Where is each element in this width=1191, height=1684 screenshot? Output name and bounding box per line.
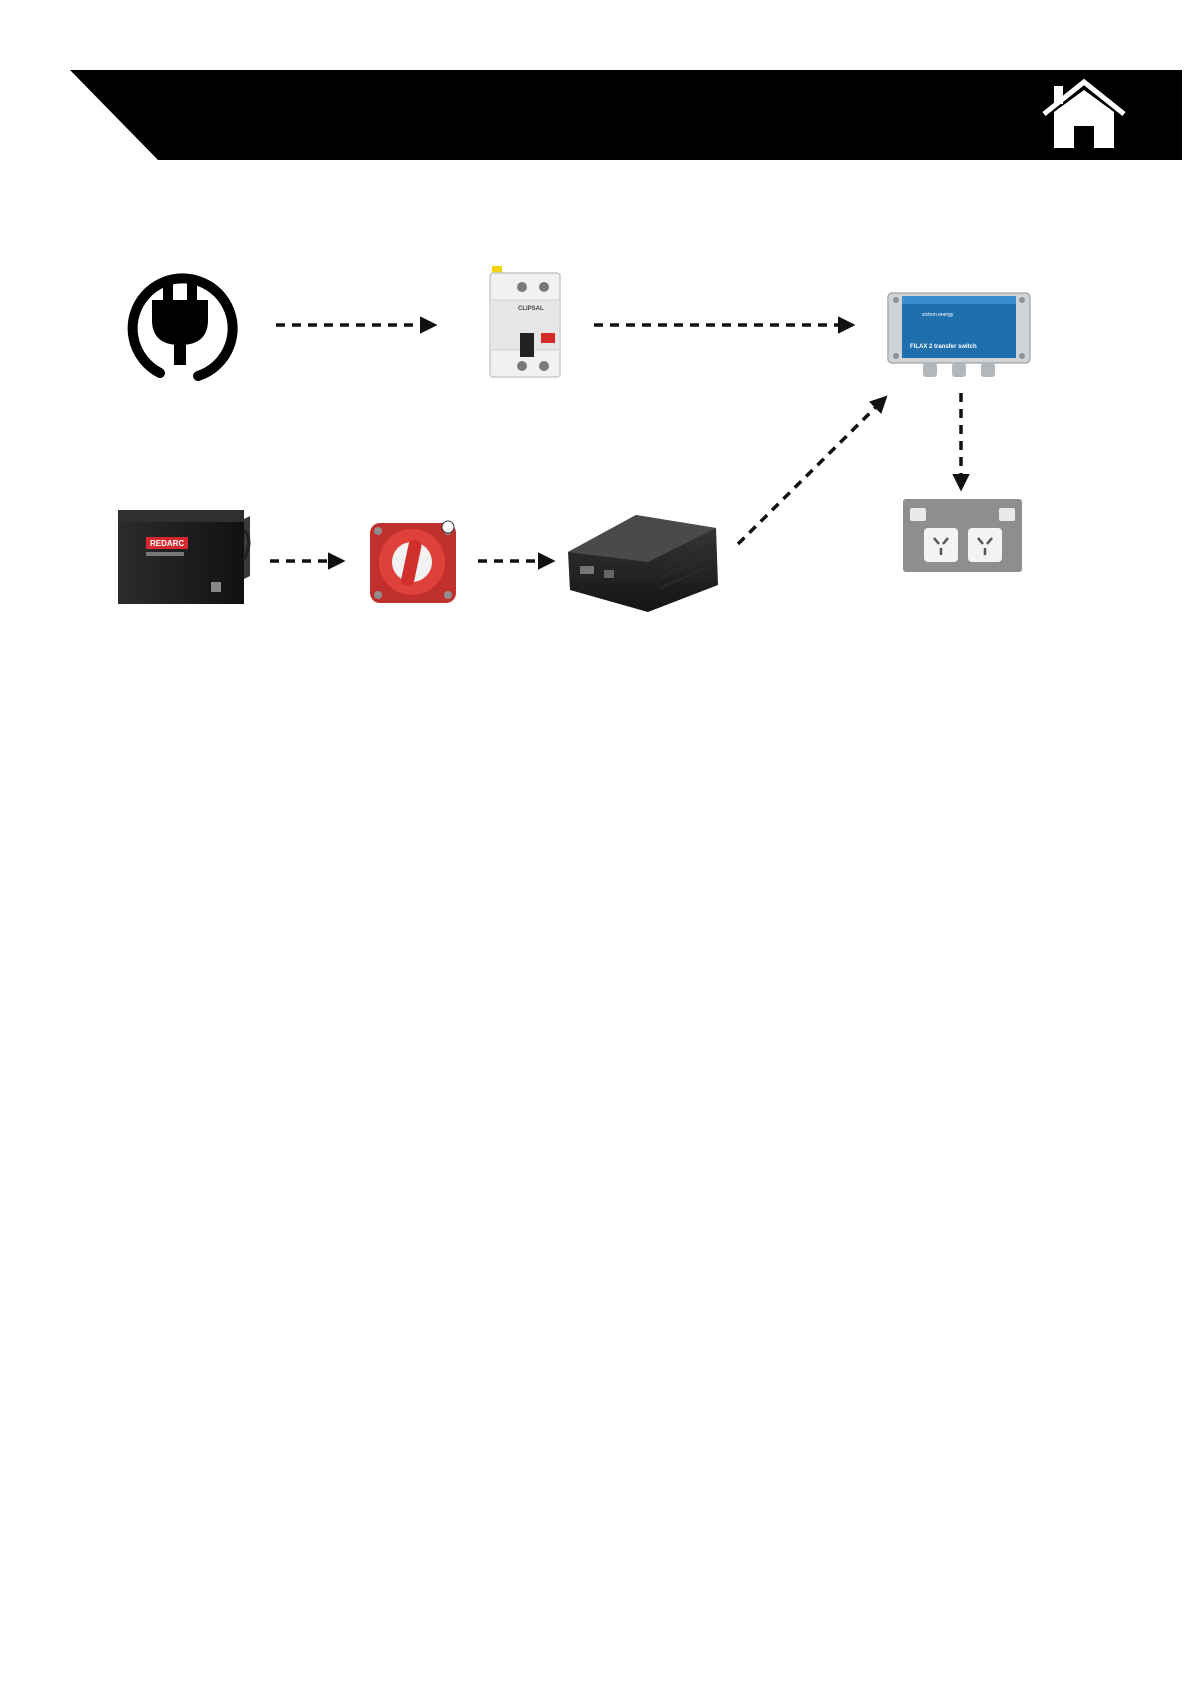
wiring-diagram: CLIPSAL victron energy FILAX 2 transfer …	[0, 0, 1191, 700]
double-power-outlet-icon	[903, 499, 1022, 572]
transfer-switch-product-label: FILAX 2 transfer switch	[910, 344, 977, 350]
transfer-switch-icon: victron energy FILAX 2 transfer switch	[888, 293, 1030, 377]
circuit-breaker-icon: CLIPSAL	[490, 266, 560, 377]
battery-brand-label: REDARC	[150, 539, 184, 548]
plug-icon	[133, 278, 233, 376]
battery-isolator-switch-icon	[370, 521, 456, 603]
transfer-switch-brand-label: victron energy	[922, 312, 954, 318]
breaker-brand-label: CLIPSAL	[518, 306, 544, 312]
inverter-icon	[568, 515, 718, 612]
connection-inverter-to-transfer-switch	[738, 398, 885, 544]
battery-icon: REDARC	[118, 510, 250, 604]
